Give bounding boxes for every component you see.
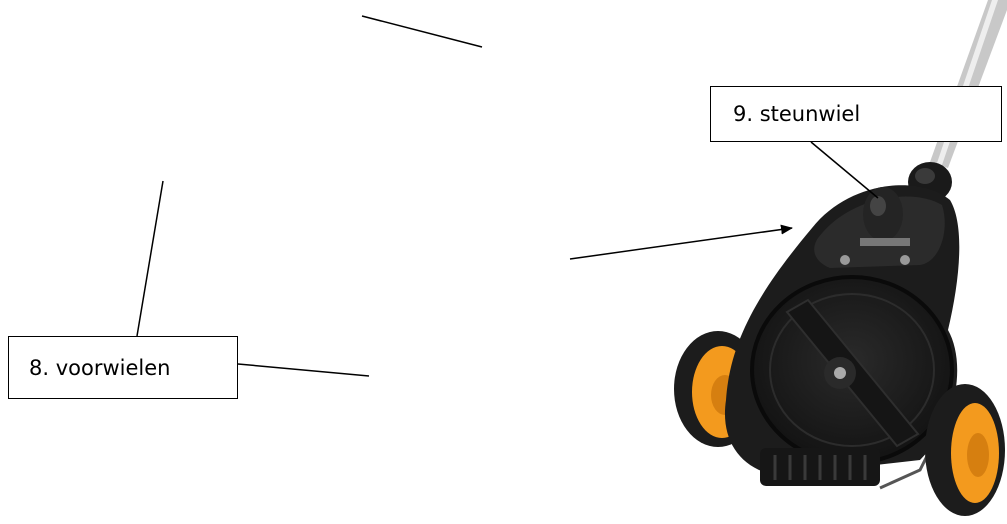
leader-line-voorwielen-right — [238, 364, 369, 376]
leader-line-steunwiel — [811, 142, 878, 198]
lawnmower-illustration — [674, 0, 1007, 516]
label-steunwiel-text: 9. steunwiel — [733, 102, 860, 126]
label-voorwielen-text: 8. voorwielen — [29, 356, 170, 380]
label-steunwiel: 9. steunwiel — [710, 86, 1002, 142]
label-voorwielen: 8. voorwielen — [8, 336, 238, 399]
arrow-icon — [570, 228, 792, 259]
leader-line-voorwielen-up — [137, 181, 163, 336]
right-wheel — [925, 384, 1005, 516]
leader-line-top — [362, 16, 482, 47]
